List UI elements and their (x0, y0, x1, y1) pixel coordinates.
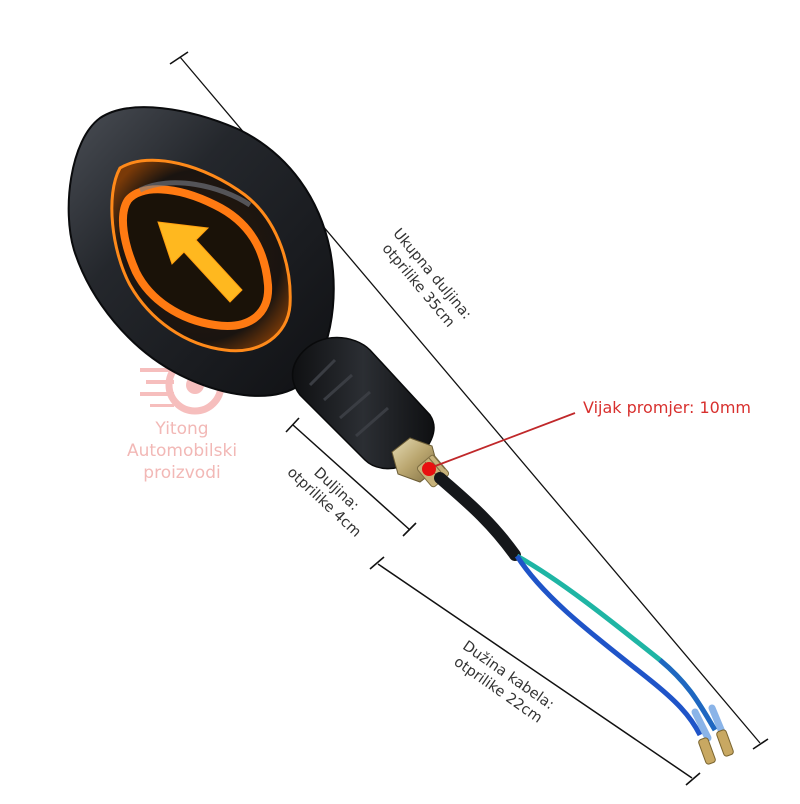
screw-diameter-callout: Vijak promjer: 10mm (583, 398, 751, 417)
cable-sheath (434, 472, 521, 561)
watermark-line-2: Automobilski (126, 441, 238, 461)
watermark-line-3: proizvodi (143, 463, 221, 483)
arrow-indicator-icon (157, 221, 243, 303)
wire-terminals (698, 729, 734, 765)
screw-diameter-callout-leader (422, 412, 576, 476)
rubber-stem (291, 336, 435, 470)
wires (514, 553, 726, 742)
cable-length-dimension-line (369, 556, 701, 786)
stem-length-dimension-line (285, 417, 417, 537)
watermark-line-1: Yitong (155, 419, 209, 439)
watermark-text: Yitong Automobilski proizvodi (112, 418, 252, 484)
